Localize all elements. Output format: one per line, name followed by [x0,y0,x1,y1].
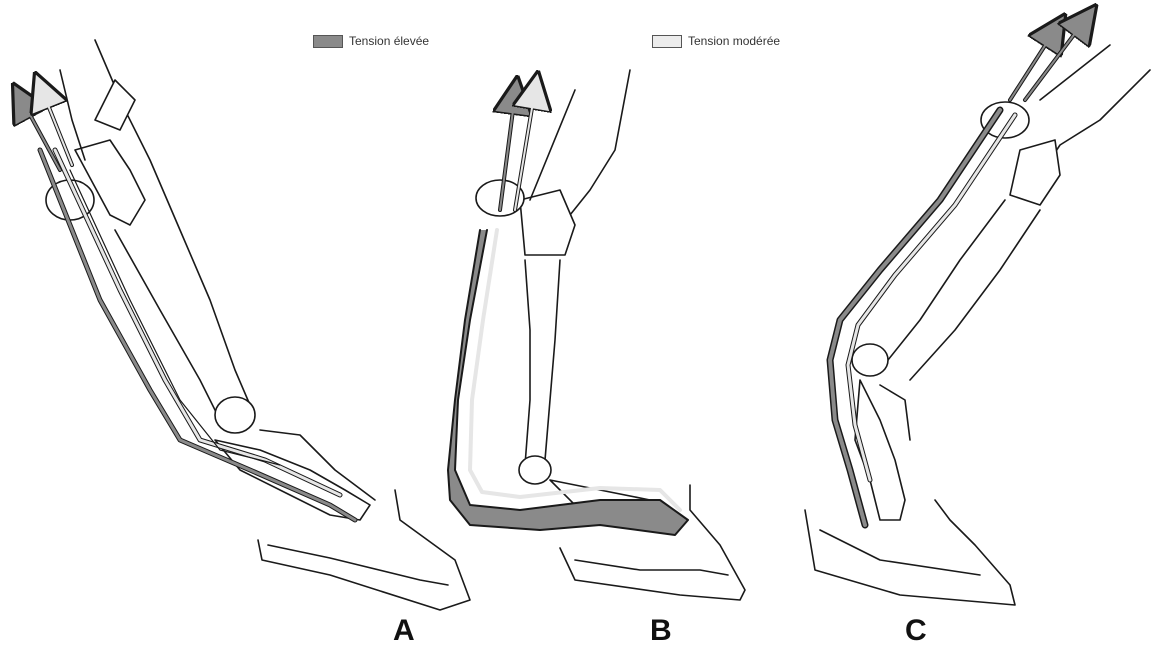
limb-b [448,70,745,600]
legend-high-tension: Tension élevée [313,34,429,48]
legend-label-high: Tension élevée [349,34,429,48]
legend-moderate-tension: Tension modérée [652,34,780,48]
panel-label-c: C [905,614,927,648]
limb-c [805,20,1150,605]
panel-label-a: A [393,614,415,648]
panel-label-b: B [650,614,672,648]
tendon-mod-a [55,150,340,495]
legend-swatch-high [313,35,343,48]
hoof-c [805,500,1015,605]
legend-label-moderate: Tension modérée [688,34,780,48]
limb-a [22,40,470,610]
legend-swatch-moderate [652,35,682,48]
cannon-bone-b [525,260,530,465]
